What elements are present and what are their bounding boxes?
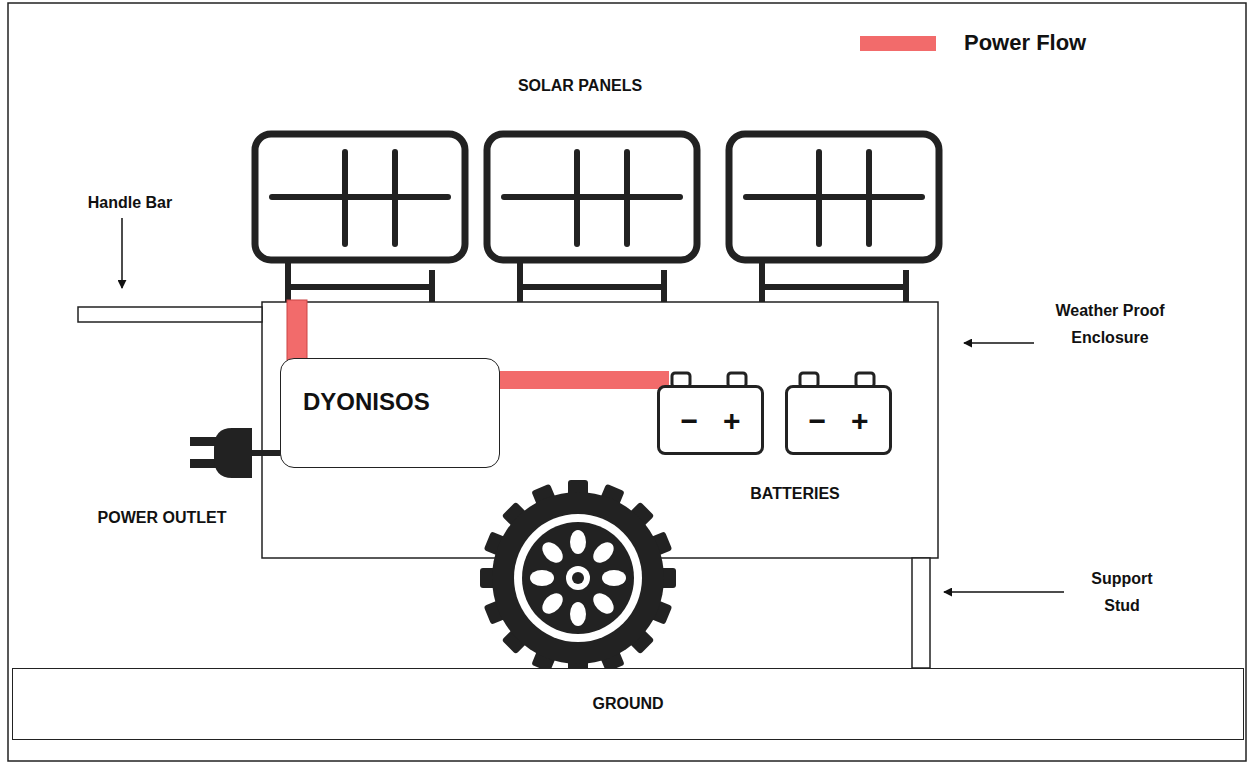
solar-panel: [729, 134, 939, 302]
part-label: SOLAR PANELS: [470, 72, 690, 99]
solar-panel: [255, 134, 465, 302]
power-flow-bar: [287, 300, 307, 360]
legend-item: Power Flow: [860, 30, 1086, 56]
part-label: Support Stud: [1077, 565, 1167, 619]
solar-panels: [255, 134, 939, 302]
ground-band: GROUND: [12, 668, 1244, 740]
leader-arrow: [944, 591, 1064, 593]
handle-bar: [78, 307, 262, 322]
solar-panel: [487, 134, 697, 302]
wheel: [480, 480, 676, 676]
legend-text: Power Flow: [964, 30, 1086, 56]
frame: [8, 3, 1246, 761]
support-stud: [912, 558, 930, 668]
wheel-teeth: [480, 480, 676, 676]
leader-arrow: [964, 342, 1034, 344]
node-text: GROUND: [592, 695, 663, 713]
part-label: Handle Bar: [60, 189, 200, 216]
battery-symbol: −+: [657, 385, 764, 455]
controller-box: DYONISOS: [280, 358, 500, 468]
node-text: −: [809, 404, 827, 437]
power-flow-connector: [500, 371, 669, 389]
leader-arrow: [121, 218, 123, 288]
node-text: DYONISOS: [303, 389, 430, 415]
node-text: +: [723, 404, 741, 437]
power-plug: [190, 428, 282, 478]
battery-symbol: −+: [785, 385, 892, 455]
node-text: +: [851, 404, 869, 437]
part-label: BATTERIES: [725, 480, 865, 507]
node-text: −: [681, 404, 699, 437]
part-label: POWER OUTLET: [67, 504, 257, 531]
legend-swatch: [860, 36, 936, 51]
part-label: Weather Proof Enclosure: [1055, 297, 1165, 351]
